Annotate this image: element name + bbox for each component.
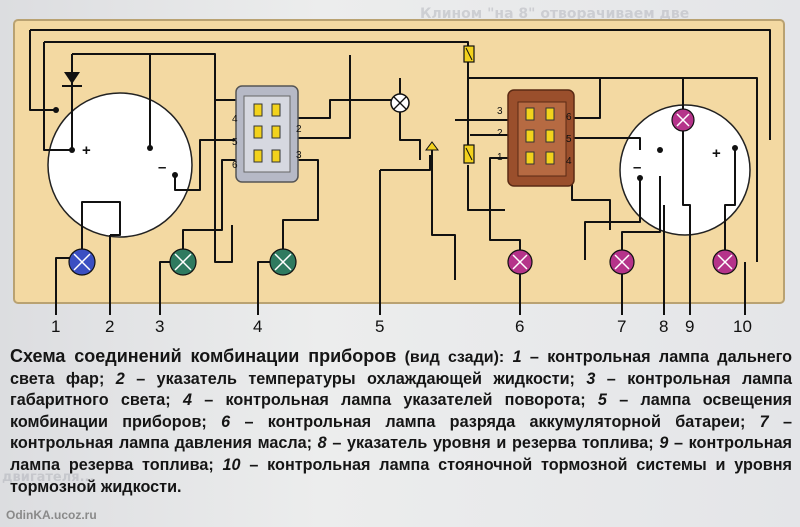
lamp-parking-brake <box>712 249 738 275</box>
lamp-high-beam <box>68 248 96 276</box>
lamp-battery-discharge <box>507 249 533 275</box>
caption-item: 5 – лампа освещения комбинации приборов; <box>10 391 792 431</box>
caption-item: 8 – указатель уровня и резерва топлива; <box>317 434 660 453</box>
lamp-fuel-reserve <box>671 108 695 132</box>
callout-7: 7 <box>617 317 626 336</box>
caption-item: 1 – контрольная лампа дальнего света фар… <box>10 348 793 388</box>
gauge-right-plus: + <box>712 145 721 162</box>
terminals <box>53 107 738 181</box>
lamp-oil-pressure <box>609 249 635 275</box>
caption-item: 2 – указатель температуры охлаждающей жи… <box>115 369 587 388</box>
callout-2: 2 <box>105 317 114 336</box>
pin-label: 5 <box>232 137 238 148</box>
connector-right <box>507 89 575 187</box>
ground-symbol <box>425 141 439 151</box>
pin-label: 3 <box>296 150 302 161</box>
caption-item: 4 – контрольная лампа указателей поворот… <box>182 391 598 410</box>
callout-8: 8 <box>659 317 668 336</box>
gauge-left-plus: + <box>82 142 91 159</box>
caption-item: 3 – контрольная лампа габаритного света; <box>10 369 792 410</box>
pin-label: 5 <box>566 134 572 145</box>
caption-item: 10 – контрольная лампа стояночной тормоз… <box>10 455 792 496</box>
connector-left <box>235 85 299 183</box>
instrument-board <box>13 19 785 304</box>
callout-3: 3 <box>155 317 164 336</box>
caption-subtitle: (вид сзади): <box>396 349 505 366</box>
wires <box>29 29 771 315</box>
gauge-left-minus: – <box>158 159 166 176</box>
callout-4: 4 <box>253 317 262 336</box>
figure-caption: Схема соединений комбинации приборов (ви… <box>10 346 792 498</box>
lamp-turn-signals <box>269 248 297 276</box>
diode <box>62 72 82 87</box>
wiring-diagram: + – + – 4 5 6 2 3 3 2 1 6 5 4 1 2 3 4 5 … <box>13 19 785 336</box>
illumination-lamp <box>390 93 410 113</box>
gauge-right-minus: – <box>633 159 641 176</box>
callout-9: 9 <box>685 317 694 336</box>
pin-label: 1 <box>497 152 503 163</box>
callout-6: 6 <box>515 317 524 336</box>
caption-item: 9 – контрольная лампа резерва топлива; <box>10 434 792 474</box>
pin-label: 2 <box>296 124 302 135</box>
callout-5: 5 <box>375 317 384 336</box>
caption-item: 7 – контрольная лампа давления масла; <box>10 412 792 453</box>
callout-10: 10 <box>733 317 752 336</box>
pin-label: 4 <box>566 156 572 167</box>
callout-1: 1 <box>51 317 60 336</box>
caption-item: 6 – контрольная лампа разряда аккумулято… <box>221 412 760 431</box>
lamp-side-lights <box>169 248 197 276</box>
pin-label: 4 <box>232 114 238 125</box>
pin-label: 6 <box>232 160 238 171</box>
site-watermark: OdinKA.ucoz.ru <box>6 508 97 522</box>
pin-label: 3 <box>497 106 503 117</box>
caption-title: Схема соединений комбинации приборов <box>10 346 397 366</box>
pin-label: 6 <box>566 112 572 123</box>
fuel-gauge <box>619 104 751 236</box>
pin-label: 2 <box>497 128 503 139</box>
